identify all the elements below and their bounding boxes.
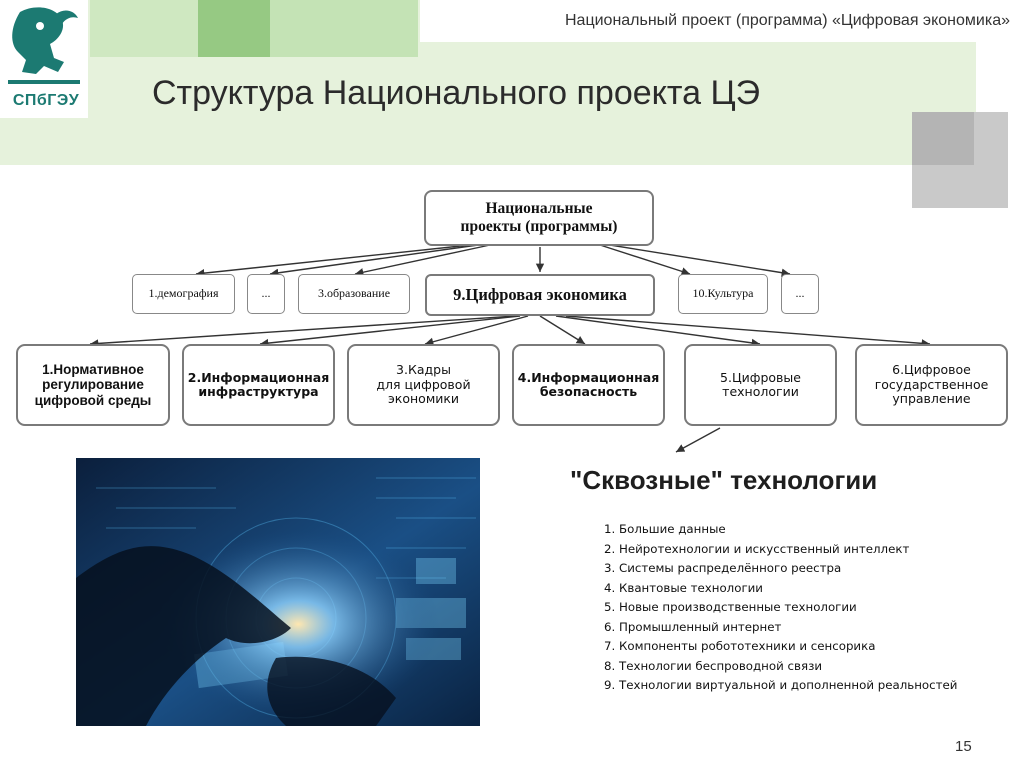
griffin-logo-icon [8, 7, 80, 84]
project-label: 10.Культура [692, 286, 754, 301]
project-label: 9.Цифровая экономика [453, 284, 627, 304]
project-label: 3.образование [317, 286, 391, 301]
list-item: 4. Квантовые технологии [604, 580, 763, 595]
subproject-line: государственное [874, 376, 989, 392]
subproject-line: экономики [387, 391, 460, 407]
subproject-line: 2.Информационная [187, 369, 330, 385]
gray-square-dark [912, 112, 974, 165]
header-band-white [420, 0, 1024, 42]
list-item: 2. Нейротехнологии и искусственный интел… [604, 541, 910, 556]
header-accent-1 [90, 0, 198, 57]
subproject-line: инфраструктура [198, 384, 319, 399]
subproject-regulation: 1.Нормативное регулирование цифровой сре… [16, 344, 170, 426]
subproject-line: цифровой среды [34, 392, 152, 408]
subproject-line: 1.Нормативное [42, 361, 144, 377]
subproject-digital-technologies: 5.Цифровые технологии [684, 344, 837, 426]
root-line-2: проекты (программы) [460, 218, 618, 235]
project-label: 1.демография [148, 286, 219, 301]
list-item: 8. Технологии беспроводной связи [604, 658, 823, 673]
subproject-personnel: 3.Кадры для цифровой экономики [347, 344, 500, 426]
page-title: Структура Национального проекта ЦЭ [152, 74, 761, 112]
header-subtitle: Национальный проект (программа) «Цифрова… [564, 12, 1010, 29]
project-digital-economy: 9.Цифровая экономика [425, 274, 655, 316]
subproject-line: 6.Цифровое [892, 362, 971, 378]
technologies-list: 1. Большие данные 2. Нейротехнологии и и… [604, 520, 957, 696]
project-culture: 10.Культура [678, 274, 768, 314]
list-item: 7. Компоненты робототехники и сенсорика [604, 639, 876, 653]
subproject-line: управление [892, 391, 971, 407]
ellipsis-label: ... [795, 286, 805, 301]
cross-cutting-technologies-title: "Сквозные" технологии [570, 465, 878, 495]
root-line-1: Национальные [485, 200, 593, 218]
list-item: 3. Системы распределённого реестра [604, 561, 842, 575]
project-ellipsis-2: ... [781, 274, 819, 314]
root-node-national-projects: Национальные проекты (программы) [424, 190, 654, 246]
header-accent-2 [198, 0, 270, 57]
list-item: 5. Новые производственные технологии [604, 600, 857, 614]
project-demography: 1.демография [132, 274, 235, 314]
project-ellipsis-1: ... [247, 274, 285, 314]
subproject-line: 4.Информационная [517, 369, 660, 385]
ellipsis-label: ... [261, 286, 271, 301]
subproject-e-government: 6.Цифровое государственное управление [855, 344, 1008, 426]
subproject-line: регулирование [42, 377, 144, 393]
subproject-infrastructure: 2.Информационная инфраструктура [182, 344, 335, 426]
subproject-line: 3.Кадры [396, 362, 451, 378]
logo-text: СПбГЭУ [12, 92, 80, 109]
digital-hand-image [76, 458, 480, 726]
subproject-line: безопасность [539, 384, 638, 399]
list-item: 6. Промышленный интернет [604, 619, 782, 634]
header-accent-3 [270, 0, 418, 57]
digital-technology-illustration [76, 458, 480, 726]
list-item: 1. Большие данные [604, 522, 726, 536]
subproject-security: 4.Информационная безопасность [512, 344, 665, 426]
university-logo: СПбГЭУ [0, 0, 88, 118]
project-education: 3.образование [298, 274, 410, 314]
subproject-line: 5.Цифровые [720, 369, 801, 385]
list-item: 9. Технологии виртуальной и дополненной … [604, 678, 958, 692]
subproject-line: технологии [722, 384, 799, 399]
subproject-line: для цифровой [376, 376, 471, 392]
page-number: 15 [955, 738, 972, 755]
